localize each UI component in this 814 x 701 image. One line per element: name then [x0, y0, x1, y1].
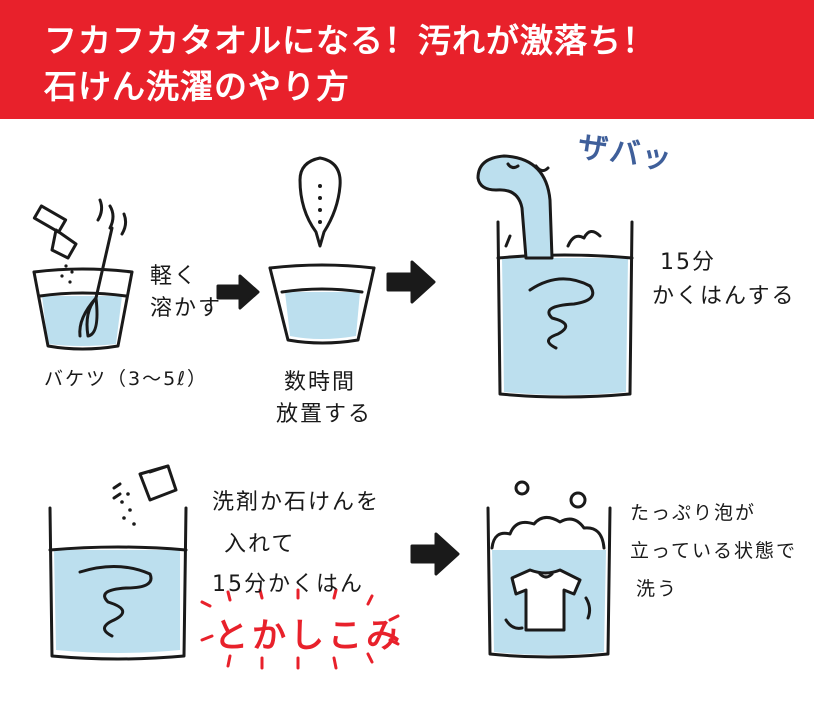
- bucket-whisk-illustration: [32, 198, 134, 351]
- step2-action-line1: 数時間: [284, 370, 357, 395]
- soaking-bucket-illustration: [268, 156, 376, 345]
- step4-action-line1: 洗剤か石けんを: [212, 490, 381, 515]
- arrow-right-icon: [386, 260, 436, 304]
- foam-bucket-illustration: [486, 480, 612, 659]
- step3-action-line1: 15分: [660, 250, 716, 275]
- step5-action-line2: 立っている状態で: [630, 540, 798, 562]
- title-line-1: フカフカタオルになる！汚れが激落ち！: [44, 21, 656, 60]
- step1-action-line1: 軽く: [150, 264, 199, 289]
- title-line-2: 石けん洗濯のやり方: [44, 67, 350, 106]
- step5-action-line1: たっぷり泡が: [630, 502, 757, 524]
- step4-action-line2: 入れて: [224, 532, 296, 557]
- step5-action-line3: 洗う: [636, 578, 679, 600]
- step4-emphasis-text: とかしこみ: [214, 616, 404, 656]
- arrow-right-icon: [216, 274, 260, 310]
- step3-action-line2: かくはんする: [652, 284, 796, 309]
- emphasis-burst: [200, 588, 400, 670]
- step1-container-label: バケツ（3～5ℓ）: [44, 368, 209, 390]
- step1-action-line2: 溶かす: [150, 296, 223, 321]
- pouring-bucket-illustration: [476, 154, 634, 399]
- step2-action-line2: 放置する: [276, 402, 373, 427]
- title-banner: フカフカタオルになる！汚れが激落ち！ 石けん洗濯のやり方: [0, 0, 814, 119]
- step4-action-line3: 15分かくはん: [212, 572, 364, 597]
- arrow-right-icon: [410, 532, 460, 576]
- soap-bucket-illustration: [48, 464, 188, 661]
